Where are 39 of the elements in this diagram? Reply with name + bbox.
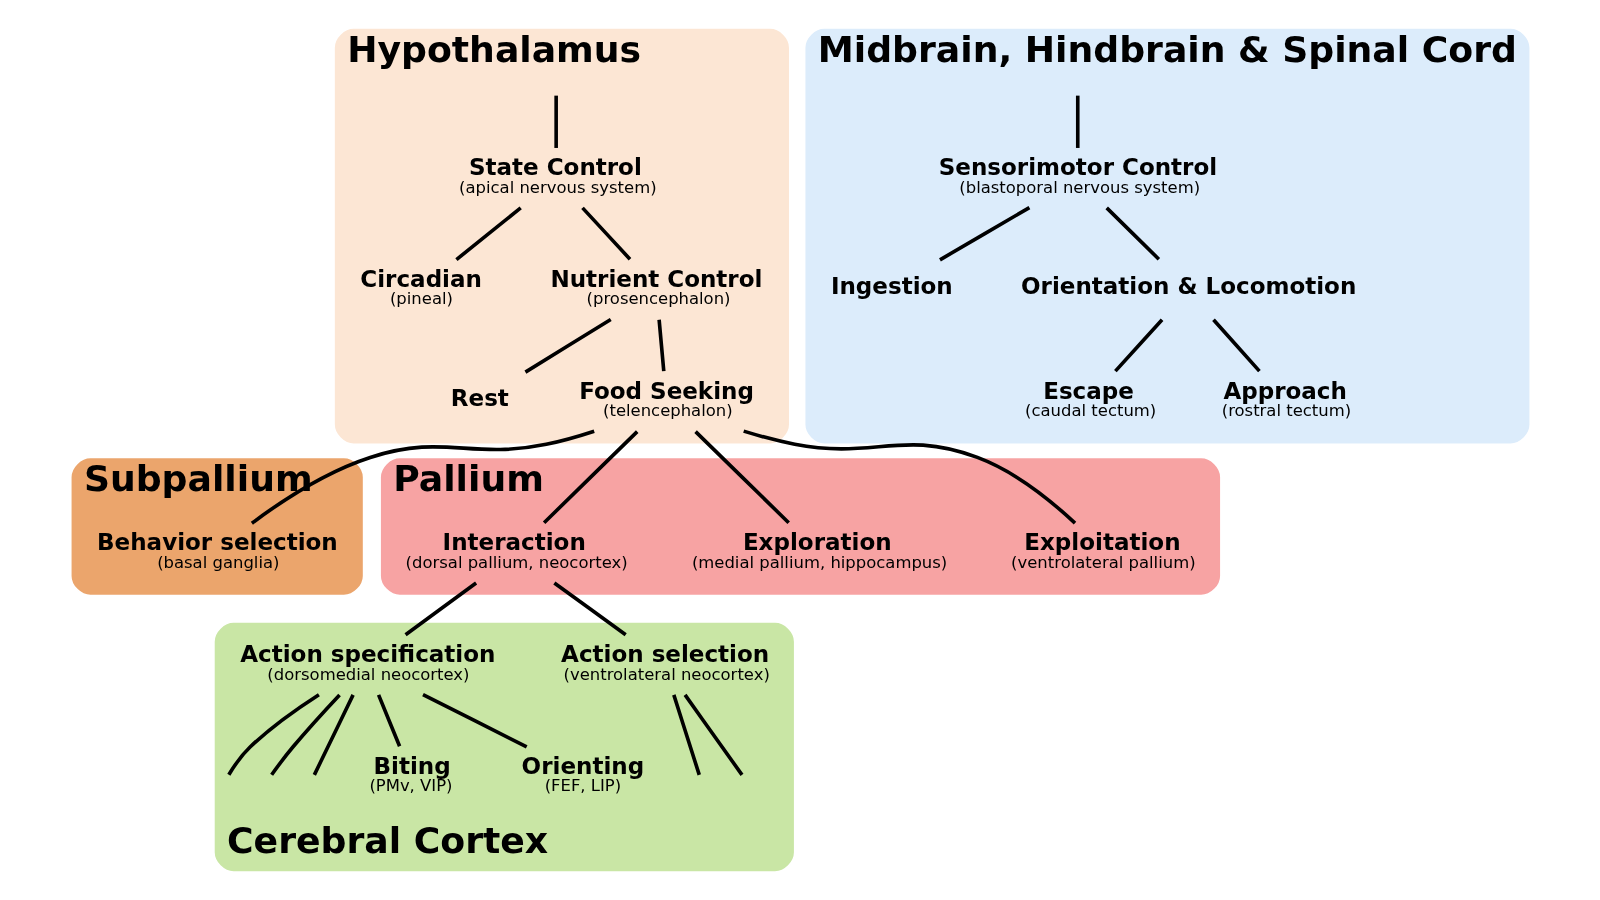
node-text: Biting (PMv, VIP) bbox=[368, 752, 452, 796]
node-text: Exploration (medial pallium, hippocampus) bbox=[691, 528, 947, 572]
connector bbox=[938, 206, 1030, 262]
connector bbox=[421, 693, 527, 749]
node-text: Ingestion bbox=[830, 273, 953, 300]
node-text: Rest bbox=[450, 384, 509, 411]
node-text: Food Seeking (telencephalon) bbox=[578, 377, 754, 421]
connector bbox=[312, 694, 355, 776]
connector bbox=[1075, 95, 1080, 148]
node-text: Escape (caudal tectum) bbox=[1024, 377, 1156, 421]
node-text: Orientation & Locomotion bbox=[1020, 273, 1356, 300]
connector bbox=[250, 429, 595, 525]
connector bbox=[1113, 318, 1163, 373]
connector bbox=[1104, 206, 1160, 261]
connector bbox=[683, 693, 743, 776]
node-text: Nutrient Control (prosencephalon) bbox=[549, 265, 762, 309]
connector bbox=[553, 95, 558, 148]
node-text: Exploitation (ventrolateral pallium) bbox=[1010, 528, 1196, 572]
node-text: Behavior selection (basal ganglia) bbox=[96, 528, 338, 572]
connector bbox=[226, 693, 320, 776]
connector bbox=[523, 317, 612, 374]
node-text: Sensorimotor Control (blastoporal nervous system) bbox=[938, 153, 1217, 197]
node-text: Action specification (dorsomedial neocortex) bbox=[239, 640, 495, 684]
node-text: Interaction (dorsal pallium, neocortex) bbox=[405, 528, 628, 572]
connector bbox=[454, 206, 522, 261]
connector bbox=[656, 319, 666, 372]
connector bbox=[693, 430, 790, 525]
node-text: Circadian (pineal) bbox=[359, 265, 482, 309]
connector bbox=[671, 694, 701, 776]
node-text: Orienting (FEF, LIP) bbox=[521, 752, 644, 796]
connector bbox=[376, 694, 401, 747]
connector bbox=[269, 693, 341, 776]
connector bbox=[742, 429, 1076, 525]
connector bbox=[542, 430, 638, 525]
connector bbox=[580, 206, 631, 261]
node-text: Action selection (ventrolateral neocortex) bbox=[560, 640, 770, 684]
connector bbox=[1211, 318, 1261, 373]
node-text: State Control (apical nervous system) bbox=[458, 153, 657, 197]
node-text: Approach (rostral tectum) bbox=[1221, 377, 1351, 421]
